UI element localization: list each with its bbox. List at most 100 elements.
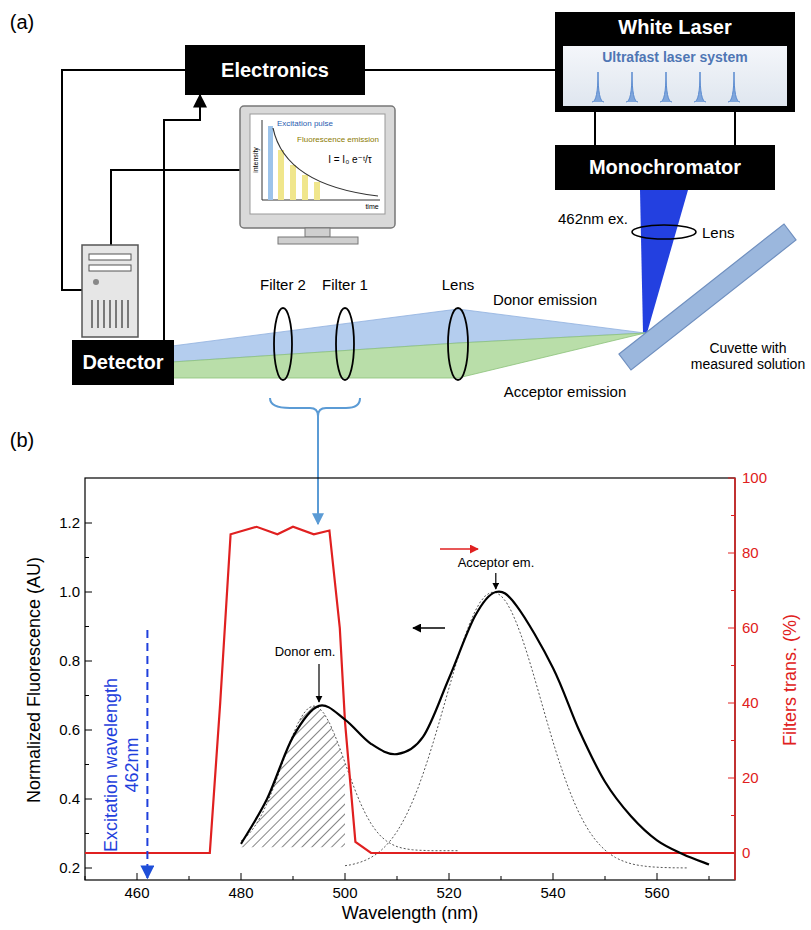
tick: [728, 778, 735, 779]
tick-label: 0.8: [59, 652, 80, 669]
axis-title: Filters trans. (%): [780, 614, 801, 746]
spectrum-chart: [85, 478, 735, 880]
tick: [85, 592, 92, 593]
tick-label: 560: [644, 884, 669, 901]
tick: [85, 557, 89, 558]
laser-pulse: [660, 72, 672, 102]
screen-text: Excitation pulse: [277, 119, 333, 128]
tick-label: 520: [436, 884, 461, 901]
axis-label: intensity: [252, 147, 260, 173]
tick-label: 100: [742, 469, 767, 486]
filter-curve: [85, 527, 735, 853]
filter-label: Filter 1: [322, 276, 368, 293]
annotation: Excitation wavelength 462nm: [101, 665, 142, 865]
laser-pulse: [626, 72, 638, 102]
tick: [709, 876, 710, 880]
tick: [85, 695, 89, 696]
tick-label: 0.4: [59, 790, 80, 807]
monitor: [240, 106, 395, 244]
monitor-wire: [111, 170, 240, 245]
tick: [731, 665, 735, 666]
tick-label: 1.0: [59, 583, 80, 600]
tick-label: 0.2: [59, 859, 80, 876]
laser-pulse: [728, 72, 740, 102]
node-label: Detector: [82, 351, 163, 374]
right-axis: [734, 478, 736, 880]
tick-label: 500: [332, 884, 357, 901]
lens-label: Lens: [702, 224, 735, 241]
axis-pointer: [440, 548, 478, 550]
tick: [85, 799, 92, 800]
signal-wire: [164, 95, 200, 340]
screen-text: Fluorescence emission: [297, 135, 379, 144]
hatched-area: [241, 706, 345, 847]
panel-letter: (a): [10, 11, 34, 34]
tick: [85, 661, 92, 662]
tick: [728, 553, 735, 554]
tick: [728, 478, 735, 479]
peak-label: Acceptor em.: [458, 556, 535, 571]
fluorescence-curve: [241, 592, 709, 865]
node-label: Ultrafast laser system: [563, 49, 787, 65]
node-label: Monochromator: [589, 156, 741, 179]
control-box: Electronics: [185, 45, 365, 95]
tick: [449, 873, 450, 880]
tick: [553, 873, 554, 880]
tick: [728, 703, 735, 704]
detector-box: Detector: [72, 340, 174, 385]
laser-box: White LaserUltrafast laser system: [555, 12, 795, 112]
filter-label: Filter 2: [260, 276, 306, 293]
formula: I = I₀ e⁻ᵗ/τ: [328, 154, 372, 166]
tick: [85, 764, 89, 765]
tick-label: 20: [742, 769, 759, 786]
signal-wire: [595, 112, 735, 145]
tick-label: 0.6: [59, 721, 80, 738]
peak-label: Donor em.: [275, 645, 336, 660]
tick-label: 480: [228, 884, 253, 901]
excitation-line: [146, 630, 148, 878]
tick: [728, 628, 735, 629]
tick: [605, 876, 606, 880]
beam-label: Donor emission: [493, 291, 597, 308]
tick: [731, 515, 735, 516]
tick: [85, 833, 89, 834]
tick: [241, 873, 242, 880]
beam-label: Acceptor emission: [504, 383, 627, 400]
tick: [731, 815, 735, 816]
tick: [137, 873, 138, 880]
tick: [657, 873, 658, 880]
tick: [397, 876, 398, 880]
tick-label: 540: [540, 884, 565, 901]
wavelength-label: 462nm ex.: [558, 210, 628, 227]
laser-pulse: [592, 72, 604, 102]
axis-label: time: [365, 203, 378, 211]
peak-arrow: [495, 573, 496, 589]
wires: [62, 70, 240, 290]
filter-bracket: [270, 398, 360, 524]
node-label: White Laser: [555, 16, 795, 39]
node-label: Electronics: [221, 59, 329, 82]
plot-frame: [85, 478, 735, 880]
tick-label: 40: [742, 694, 759, 711]
laser-pulse: [694, 72, 706, 102]
monochromator-box: Monochromator: [555, 145, 775, 190]
peak-arrow: [318, 664, 319, 702]
laser-panel: Ultrafast laser system: [563, 46, 787, 106]
tick-label: 0: [742, 844, 750, 861]
tick: [501, 876, 502, 880]
axis-title: Wavelength (nm): [342, 903, 478, 924]
tick: [85, 626, 89, 627]
cuvette-label: Cuvette with measured solution: [688, 340, 808, 372]
panel-letter: (b): [10, 429, 34, 452]
tick: [85, 523, 92, 524]
tick: [189, 876, 190, 880]
axis-pointer: [413, 627, 445, 629]
tick: [85, 868, 92, 869]
lens-label: Lens: [442, 276, 475, 293]
tick: [85, 730, 92, 731]
fit-curve: [345, 592, 688, 868]
axis-title: Normalized Fluorescence (AU): [24, 557, 45, 803]
tick: [293, 876, 294, 880]
